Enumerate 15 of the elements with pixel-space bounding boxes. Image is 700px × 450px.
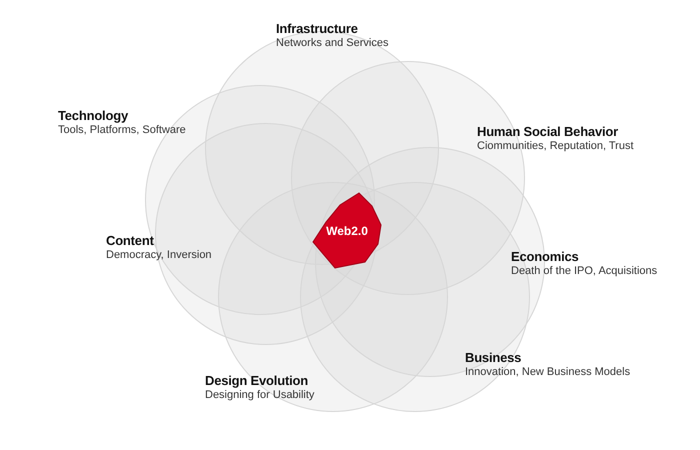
category-heading: Infrastructure [276, 21, 359, 36]
category-description: Democracy, Inversion [106, 249, 212, 261]
category-heading: Design Evolution [205, 373, 309, 388]
category-heading: Human Social Behavior [477, 124, 620, 139]
center-label: Web2.0 [326, 224, 368, 238]
category-description: Designing for Usability [205, 389, 314, 401]
category-description: Ciommunities, Reputation, Trust [477, 140, 634, 152]
category-description: Death of the IPO, Acquisitions [511, 265, 658, 277]
category-heading: Technology [58, 108, 129, 123]
category-description: Innovation, New Business Models [465, 366, 630, 378]
category-heading: Business [465, 350, 522, 365]
category-description: Tools, Platforms, Software [58, 124, 186, 136]
category-heading: Economics [511, 249, 580, 264]
category-description: Networks and Services [276, 37, 388, 49]
category-heading: Content [106, 233, 155, 248]
